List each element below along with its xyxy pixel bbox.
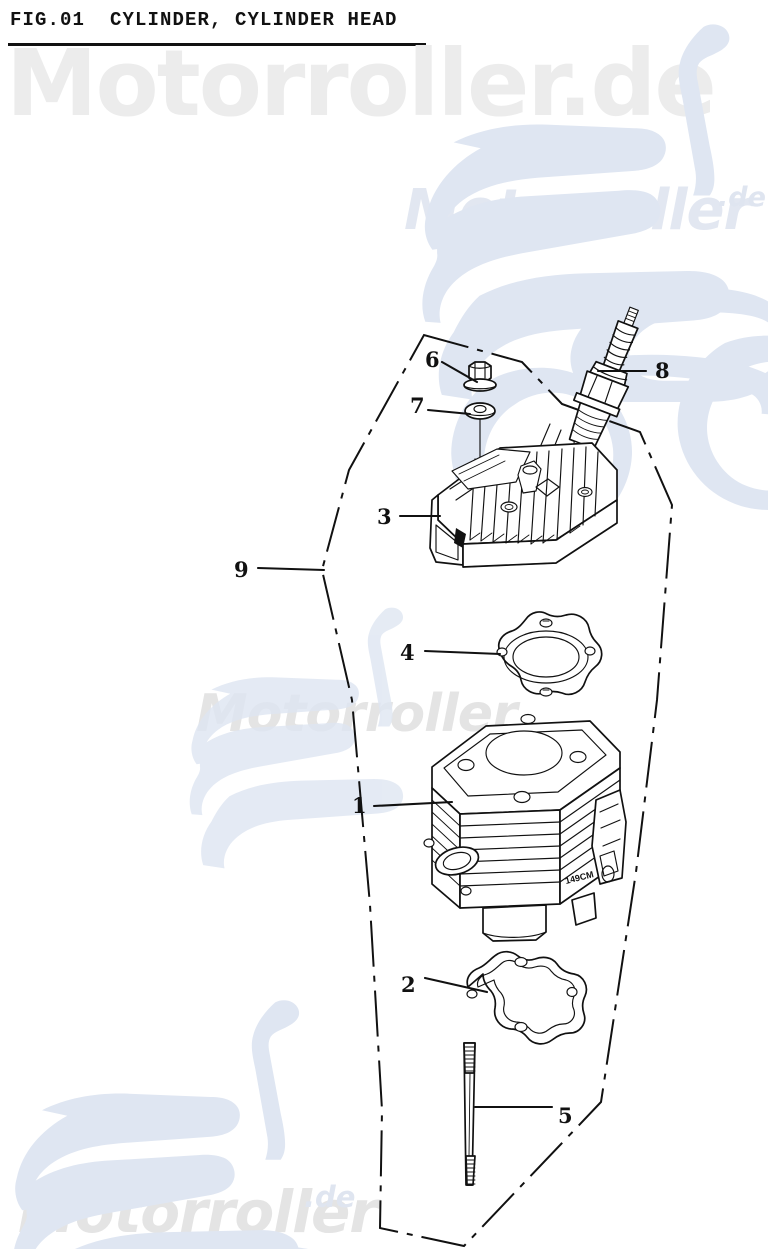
scooter-silhouette-icon-mid xyxy=(189,607,404,869)
part-cylinder-head xyxy=(429,442,618,568)
part-base-gasket xyxy=(466,950,588,1045)
part-head-gasket xyxy=(496,611,603,697)
group-boundary-polygon xyxy=(320,333,674,1248)
stud-thread-top xyxy=(463,1046,476,1072)
callout-label-6: 6 xyxy=(425,347,440,372)
scooter-silhouette-icon-bottom xyxy=(14,1000,309,1249)
part-stud-bolt xyxy=(463,1042,476,1186)
callout-label-5: 5 xyxy=(558,1103,573,1128)
callout-label-7: 7 xyxy=(410,393,425,418)
callout-label-1: 1 xyxy=(352,793,367,818)
stud-thread-bottom xyxy=(465,1159,476,1185)
callout-label-4: 4 xyxy=(400,640,415,665)
leader-line-2 xyxy=(423,976,489,994)
callout-label-3: 3 xyxy=(377,504,392,529)
part-spark-plug xyxy=(568,306,639,461)
page-title: FIG.01 CYLINDER, CYLINDER HEAD xyxy=(10,9,398,31)
leader-line-1 xyxy=(372,800,454,808)
leader-line-7 xyxy=(426,408,472,416)
callout-label-2: 2 xyxy=(401,972,416,997)
callout-label-9: 9 xyxy=(234,557,249,582)
callout-label-8: 8 xyxy=(655,358,670,383)
part-cylinder-block: 149CM xyxy=(423,713,627,942)
leader-line-4 xyxy=(423,649,502,656)
leader-line-9 xyxy=(256,566,326,572)
part-washer xyxy=(464,402,496,420)
leader-line-6 xyxy=(440,360,479,384)
part-flange-nut xyxy=(463,361,497,392)
title-underline xyxy=(8,43,426,46)
